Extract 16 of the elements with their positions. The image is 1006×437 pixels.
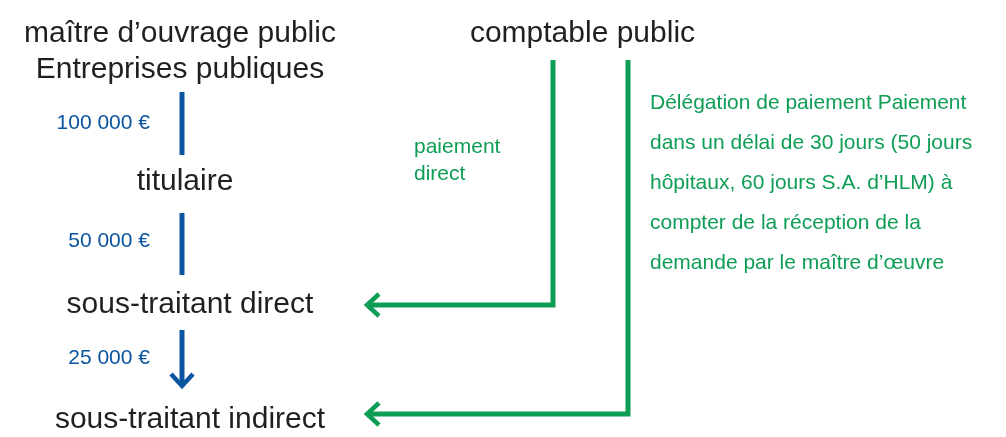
node-label: maître d’ouvrage public: [24, 14, 336, 50]
edge-label: 50 000 €: [67, 227, 150, 253]
edge-label: paiement direct: [414, 133, 502, 186]
node-label: comptable public: [469, 14, 696, 50]
arrow: [168, 330, 196, 389]
node-label: Entreprises publiques: [35, 50, 325, 86]
arrow: [364, 60, 631, 428]
node-label: sous-traitant indirect: [54, 400, 326, 436]
edge-label: 100 000 €: [55, 109, 150, 135]
node-label: titulaire: [136, 162, 234, 198]
connector-line: [179, 92, 185, 155]
arrow: [364, 60, 556, 319]
edge-label: 25 000 €: [67, 344, 150, 370]
connector-line: [179, 213, 185, 275]
node-label: sous-traitant direct: [66, 285, 314, 321]
edge-label: Délégation de paiement Paiement dans un délai de 30 jours (50 jours hôpitaux, 60 jours S.A. d’HLM) à compter de la réception de la demande par le maître d’œuvre: [650, 89, 974, 275]
